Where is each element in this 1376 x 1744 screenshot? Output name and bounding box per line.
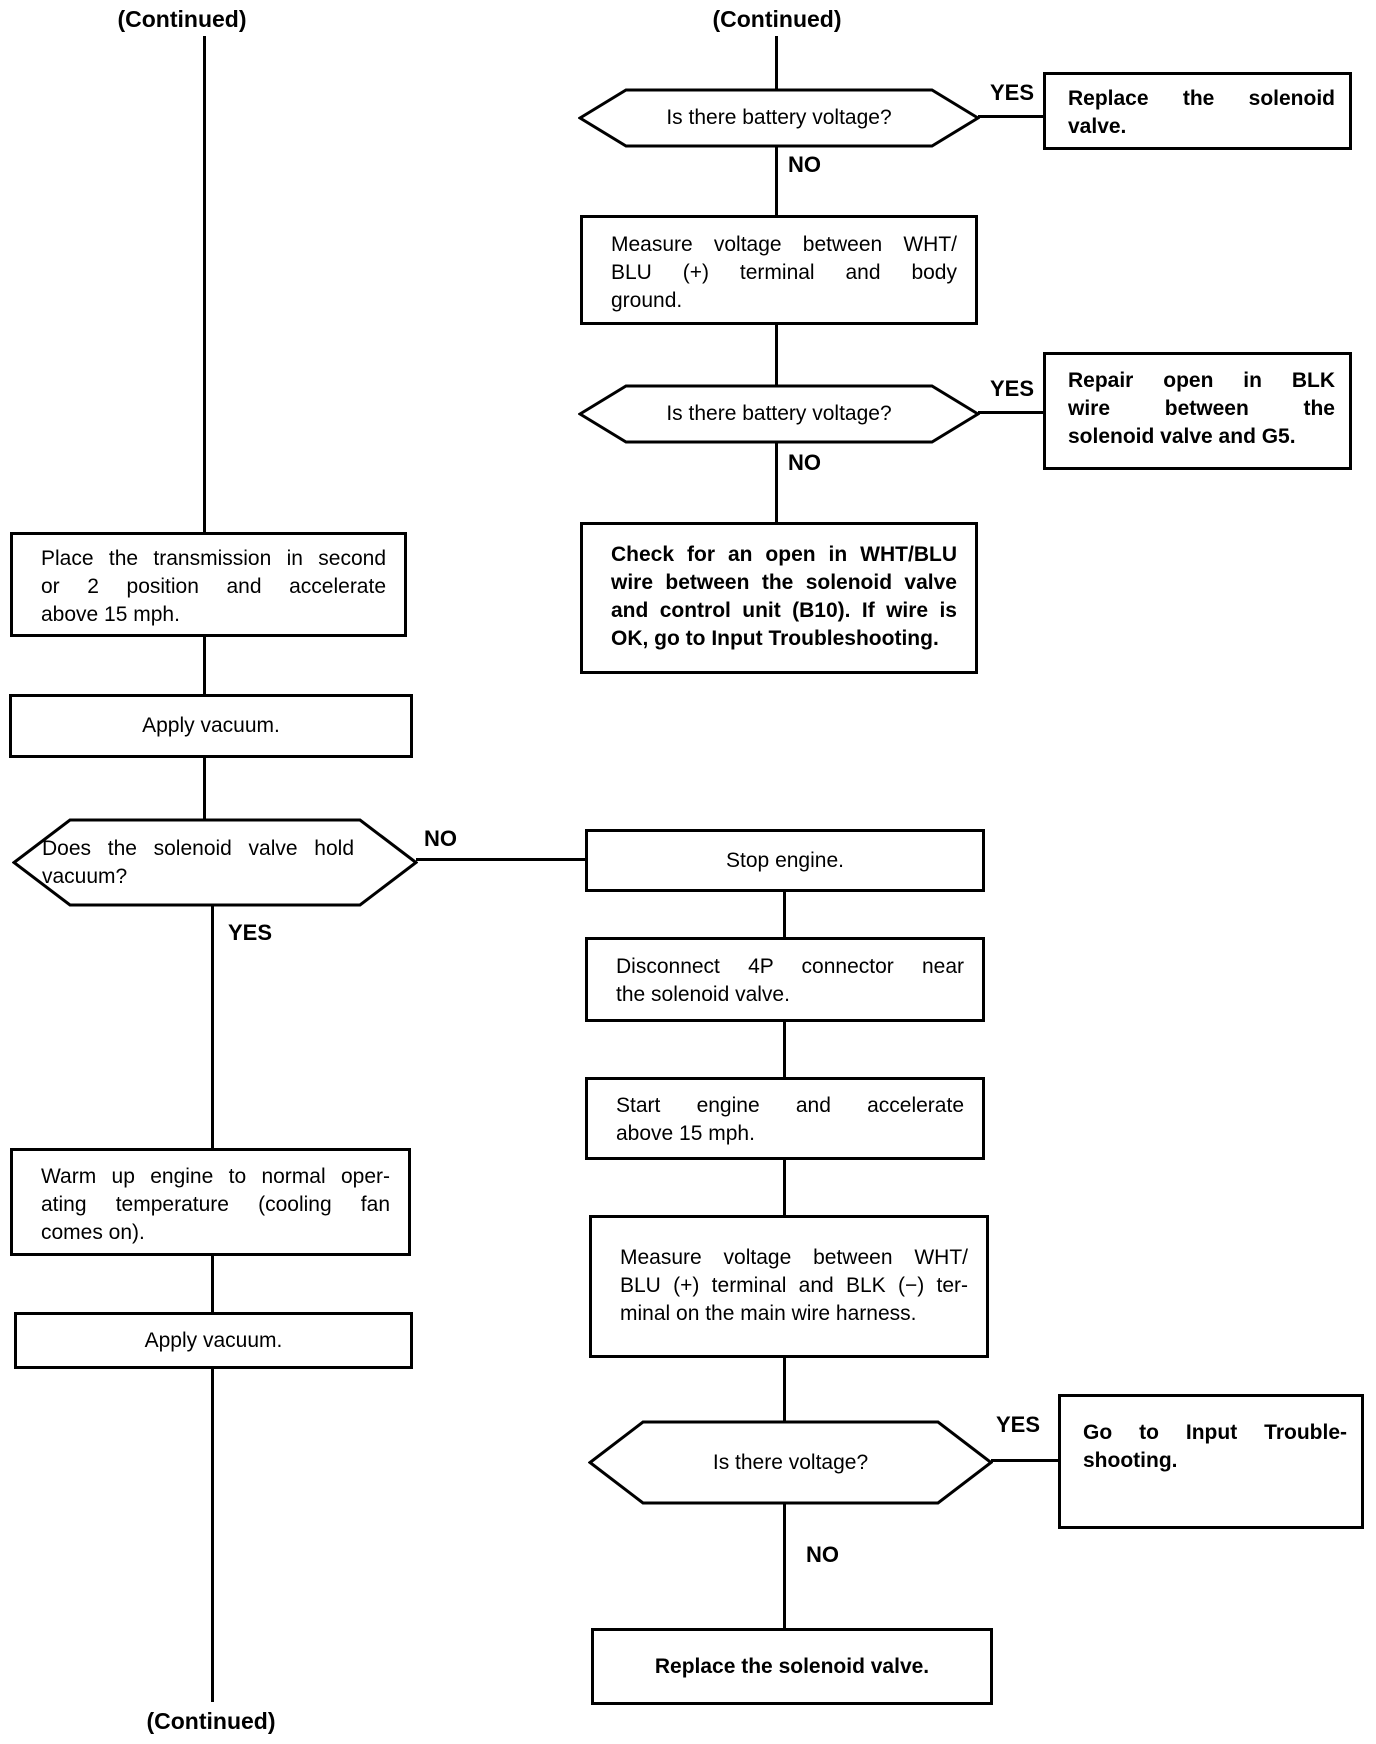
action-text-line: solenoid valve and G5. bbox=[1068, 425, 1296, 448]
flow-line bbox=[783, 890, 786, 939]
action-text-line: shooting. bbox=[1083, 1449, 1178, 1472]
flow-line bbox=[783, 1158, 786, 1217]
action-text-line: wire between the solenoid valve bbox=[611, 571, 957, 594]
hexagon-shape bbox=[578, 88, 980, 148]
flow-line bbox=[775, 36, 778, 90]
action-box-replace-solenoid-1: Replace the solenoid valve. bbox=[1043, 72, 1352, 150]
decision-hex-battery-voltage-2: Is there battery voltage? bbox=[578, 384, 980, 444]
decision-hex-battery-voltage-1: Is there battery voltage? bbox=[578, 88, 980, 148]
flow-line bbox=[203, 636, 206, 696]
process-box-place-transmission: Place the transmission in second or 2 po… bbox=[10, 532, 407, 637]
process-text-line: Measure voltage between WHT/ bbox=[620, 1246, 968, 1269]
flow-line bbox=[775, 146, 778, 217]
process-text-line: above 15 mph. bbox=[41, 603, 180, 626]
action-text-line: wire between the bbox=[1068, 397, 1335, 420]
action-text-line: and control unit (B10). If wire is bbox=[611, 599, 957, 622]
decision-text-line: Is there voltage? bbox=[712, 1450, 869, 1474]
flow-line bbox=[211, 1367, 214, 1702]
branch-label-no: NO bbox=[788, 450, 821, 475]
decision-text-line: Is there battery voltage? bbox=[666, 402, 892, 425]
decision-text-line: Is there battery voltage? bbox=[666, 106, 892, 129]
action-text-line: Check for an open in WHT/BLU bbox=[611, 543, 957, 566]
flow-line bbox=[203, 36, 206, 533]
action-text-line: Replace the solenoid bbox=[1068, 87, 1335, 110]
action-box-goto-input-troubleshooting: Go to Input Trouble- shooting. bbox=[1058, 1394, 1364, 1529]
action-box-repair-open-blk: Repair open in BLK wire between the sole… bbox=[1043, 352, 1352, 470]
continued-label-bottom-left: (Continued) bbox=[146, 1708, 276, 1734]
branch-label-yes: YES bbox=[990, 80, 1035, 105]
flow-line bbox=[783, 1503, 786, 1630]
process-box-measure-harness: Measure voltage between WHT/ BLU (+) ter… bbox=[589, 1215, 989, 1358]
flow-line bbox=[783, 1356, 786, 1422]
continued-label-top-left: (Continued) bbox=[117, 6, 247, 32]
action-text-line: OK, go to Input Troubleshooting. bbox=[611, 627, 939, 650]
process-text-line: or 2 position and accelerate bbox=[41, 575, 386, 598]
process-box-measure-body-ground: Measure voltage between WHT/ BLU (+) ter… bbox=[580, 215, 978, 325]
process-text-line: Place the transmission in second bbox=[41, 547, 386, 570]
flow-line bbox=[775, 323, 778, 386]
decision-text-line: Does the solenoid valve hold bbox=[42, 836, 354, 860]
process-box-stop-engine: Stop engine. bbox=[585, 829, 985, 892]
flow-line bbox=[203, 756, 206, 820]
action-text-line: valve. bbox=[1068, 115, 1127, 138]
process-text-line: Disconnect 4P connector near bbox=[616, 955, 964, 978]
process-box-warm-up-engine: Warm up engine to normal oper- ating tem… bbox=[10, 1148, 411, 1256]
branch-label-yes: YES bbox=[228, 920, 273, 945]
branch-label-no: NO bbox=[424, 826, 457, 851]
hexagon-shape bbox=[578, 384, 980, 444]
branch-line-yes bbox=[978, 411, 1045, 414]
hexagon-shape bbox=[12, 818, 418, 907]
continued-label-top-right: (Continued) bbox=[712, 6, 842, 32]
process-text-line: Warm up engine to normal oper- bbox=[41, 1165, 390, 1188]
flow-line bbox=[783, 1020, 786, 1079]
process-box-apply-vacuum-2: Apply vacuum. bbox=[14, 1312, 413, 1369]
process-text-line: ating temperature (cooling fan bbox=[41, 1193, 390, 1216]
action-text-line: Go to Input Trouble- bbox=[1083, 1421, 1347, 1444]
process-text-line: minal on the main wire harness. bbox=[620, 1302, 917, 1325]
decision-hex-hold-vacuum: Does the solenoid valve hold vacuum? bbox=[12, 818, 418, 907]
branch-label-no: NO bbox=[788, 152, 821, 177]
process-text-line: the solenoid valve. bbox=[616, 983, 790, 1006]
flow-line bbox=[211, 905, 214, 1150]
process-text-line: BLU (+) terminal and BLK (−) ter- bbox=[620, 1274, 968, 1297]
process-box-start-engine: Start engine and accelerate above 15 mph… bbox=[585, 1077, 985, 1160]
process-text-line: comes on). bbox=[41, 1221, 145, 1244]
flow-line bbox=[775, 442, 778, 524]
branch-line-yes bbox=[978, 115, 1045, 118]
decision-text-line: vacuum? bbox=[42, 864, 128, 888]
hexagon-shape bbox=[588, 1420, 993, 1505]
process-text-line: Measure voltage between WHT/ bbox=[611, 233, 957, 256]
branch-line-no bbox=[416, 858, 587, 861]
process-text-line: Start engine and accelerate bbox=[616, 1094, 964, 1117]
process-box-disconnect-4p: Disconnect 4P connector near the solenoi… bbox=[585, 937, 985, 1022]
flow-line bbox=[211, 1254, 214, 1314]
process-text-line: above 15 mph. bbox=[616, 1122, 755, 1145]
branch-label-no: NO bbox=[806, 1542, 839, 1567]
process-text-line: ground. bbox=[611, 289, 683, 312]
branch-label-yes: YES bbox=[990, 376, 1035, 401]
decision-hex-is-there-voltage: Is there voltage? bbox=[588, 1420, 993, 1505]
branch-label-yes: YES bbox=[996, 1412, 1041, 1437]
branch-line-yes bbox=[991, 1459, 1060, 1462]
process-box-apply-vacuum-1: Apply vacuum. bbox=[9, 694, 413, 758]
action-box-check-open-wht-blu: Check for an open in WHT/BLU wire betwee… bbox=[580, 522, 978, 674]
process-text-line: BLU (+) terminal and body bbox=[611, 261, 957, 284]
action-text-line: Repair open in BLK bbox=[1068, 369, 1335, 392]
action-box-replace-solenoid-2: Replace the solenoid valve. bbox=[591, 1628, 993, 1705]
